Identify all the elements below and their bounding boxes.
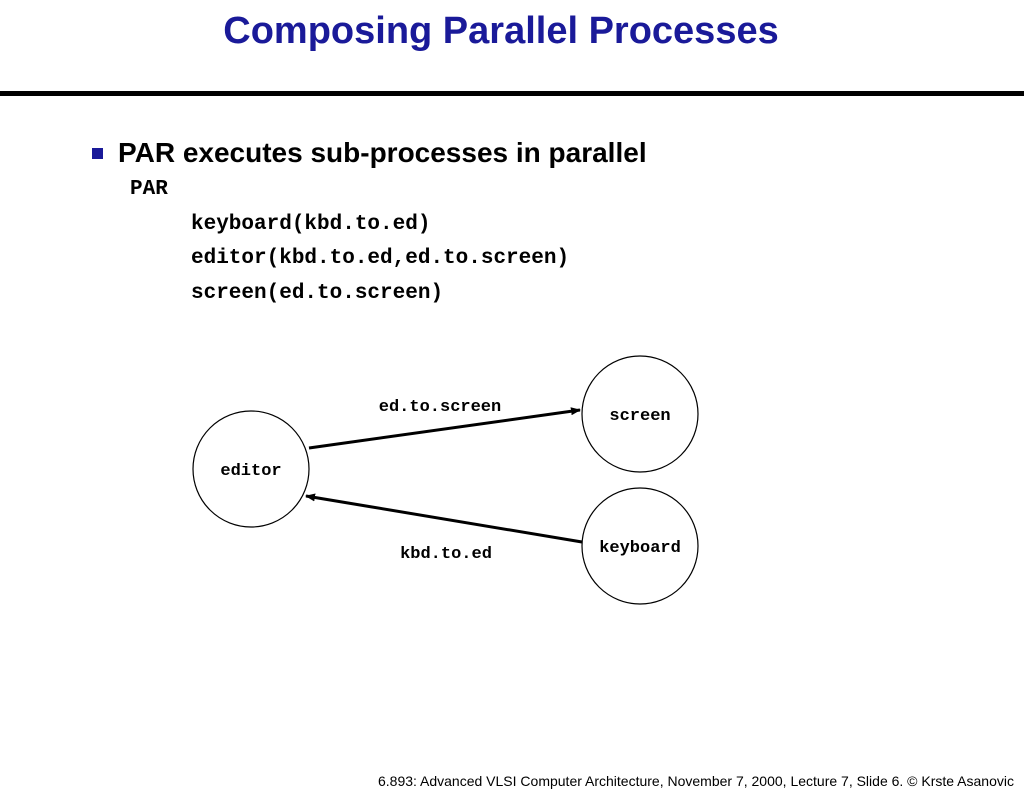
code-line-par: PAR (130, 178, 168, 201)
edge-editor-to-screen: ed.to.screen (308, 398, 581, 450)
keyboard-node: keyboard (581, 487, 699, 605)
editor-node: editor (192, 410, 310, 528)
edge-editor-to-screen-arrow (308, 407, 581, 450)
edge-keyboard-to-editor-arrow (305, 493, 583, 544)
slide-title: Composing Parallel Processes (223, 10, 779, 52)
keyboard-circle (581, 487, 699, 605)
code-line-editor: editor(kbd.to.ed,ed.to.screen) (191, 247, 570, 270)
screen-label: screen (609, 407, 670, 426)
editor-label: editor (220, 462, 281, 481)
edge-label-ed-to-screen: ed.to.screen (379, 398, 501, 417)
keyboard-label: keyboard (599, 539, 681, 558)
edge-label-kbd-to-ed: kbd.to.ed (400, 545, 492, 564)
bullet-text: PAR executes sub-processes in parallel (118, 137, 647, 168)
screen-circle (581, 355, 699, 473)
editor-circle (192, 410, 310, 528)
bullet-square-icon (92, 148, 103, 159)
screen-node: screen (581, 355, 699, 473)
slide-footer: 6.893: Advanced VLSI Computer Architectu… (377, 773, 1014, 789)
edge-keyboard-to-editor: kbd.to.ed (305, 493, 583, 564)
code-line-keyboard: keyboard(kbd.to.ed) (191, 213, 431, 236)
title-divider (0, 91, 1024, 96)
code-line-screen: screen(ed.to.screen) (191, 282, 444, 305)
